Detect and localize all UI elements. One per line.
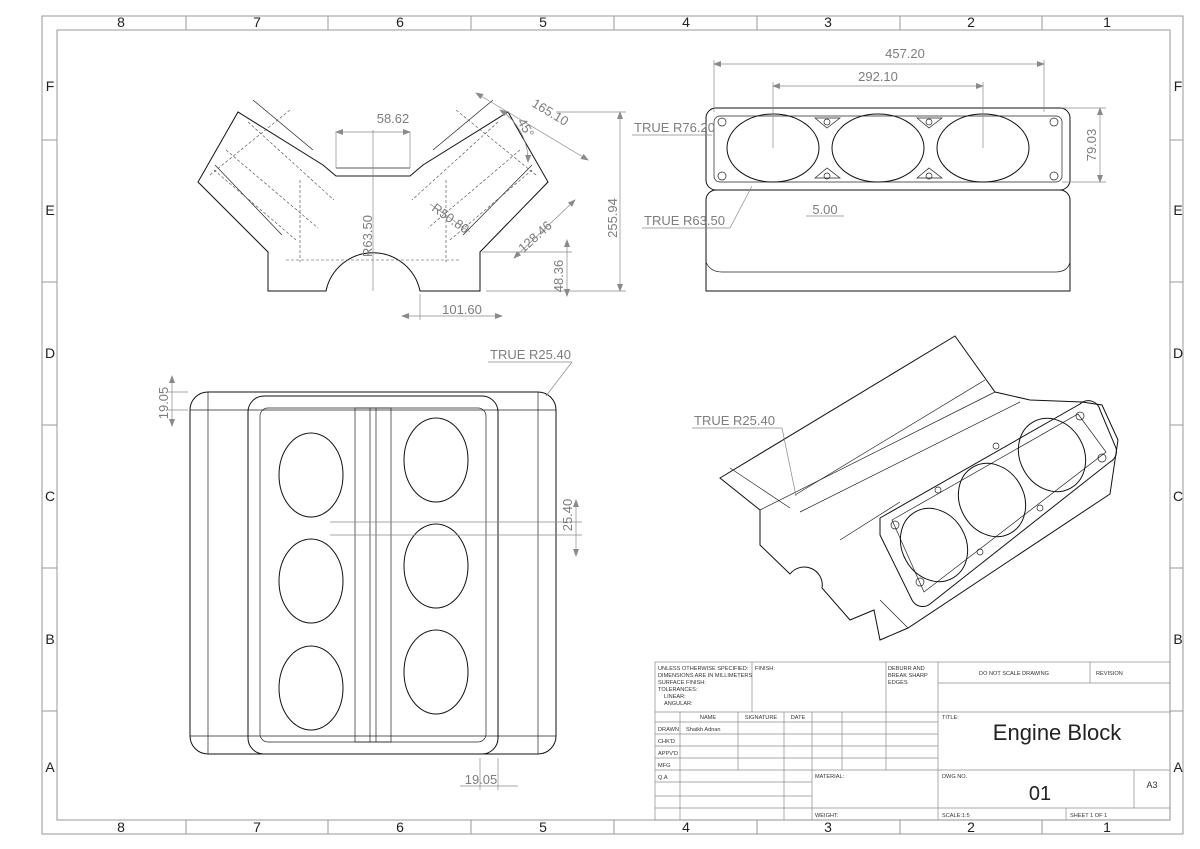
- zone-label-left: F: [46, 78, 55, 94]
- dim-overall-length: 457.20: [885, 46, 925, 61]
- col-signature: SIGNATURE: [745, 715, 777, 721]
- iso-bore: [957, 462, 1027, 538]
- revision-label: REVISION: [1096, 671, 1123, 677]
- plan-bore: [278, 538, 344, 624]
- iso-bore: [899, 507, 969, 583]
- zone-label-left: B: [45, 631, 54, 647]
- dim-gap: 5.00: [812, 202, 837, 217]
- zone-labels-left: F E D C B A: [45, 78, 55, 775]
- isometric-view: TRUE R25.40: [692, 335, 1119, 641]
- row-mfg: MFG: [658, 763, 670, 769]
- sheet-size: A3: [1146, 780, 1157, 790]
- dim-angle: 45°: [514, 115, 537, 140]
- zone-label-top: 7: [253, 14, 261, 30]
- tolerance-note: SURFACE FINISH:: [658, 680, 706, 686]
- plan-bore: [403, 629, 469, 715]
- row-approved: APPV'D: [658, 751, 678, 757]
- zone-label-left: D: [45, 345, 55, 361]
- zone-label-right: D: [1173, 345, 1183, 361]
- zone-label-top: 4: [682, 14, 690, 30]
- deburr-note: BREAK SHARP: [888, 673, 928, 679]
- dim-width: 79.03: [1084, 129, 1099, 162]
- tolerance-note: LINEAR:: [664, 694, 686, 700]
- zone-label-bottom: 2: [967, 819, 975, 835]
- zone-label-top: 2: [967, 14, 975, 30]
- col-date: DATE: [791, 715, 806, 721]
- sheet-number: SHEET 1 OF 1: [1070, 813, 1107, 819]
- top-view: 457.20 292.10 TRUE R76.20 TRUE R63.50 79…: [632, 46, 1106, 292]
- tolerance-note: TOLERANCES:: [658, 687, 698, 693]
- zone-label-right: C: [1173, 488, 1183, 504]
- dim-true-r1: TRUE R76.20: [634, 120, 715, 135]
- dim-deck-width: 128.46: [515, 218, 555, 256]
- row-drawn: DRAWN: [658, 727, 679, 733]
- zone-label-left: A: [45, 759, 55, 775]
- weight-label: WEIGHT:: [815, 813, 839, 819]
- dim-overall-height: 255.94: [605, 198, 620, 238]
- dim-true-r-iso: TRUE R25.40: [694, 413, 775, 428]
- plan-bore: [278, 645, 344, 731]
- front-view: 58.62 165.10 45° R63.50 R50.80 128.46 25…: [197, 92, 626, 320]
- zone-label-top: 5: [539, 14, 547, 30]
- dim-bore-pitch: 292.10: [858, 69, 898, 84]
- drawn-by-value: Shaikh Adnan: [686, 727, 721, 733]
- plan-bore: [403, 523, 469, 609]
- dwg-no-value: 01: [1029, 783, 1051, 805]
- scale-value: SCALE:1:5: [942, 813, 970, 819]
- deburr-note: EDGES: [888, 680, 908, 686]
- finish-label: FINISH:: [755, 666, 775, 672]
- plan-view: TRUE R25.40 19.05 25.40 19.05: [156, 347, 582, 790]
- tolerance-note: UNLESS OTHERWISE SPECIFIED:: [658, 666, 749, 672]
- dim-spacing: 58.62: [377, 111, 410, 126]
- dim-radius-fillet: R50.80: [429, 200, 472, 236]
- zone-label-bottom: 6: [396, 819, 404, 835]
- tolerance-note: DIMENSIONS ARE IN MILLIMETERS: [658, 673, 752, 679]
- zone-labels-bottom: 8 7 6 5 4 3 2 1: [117, 819, 1111, 835]
- dim-true-r-plan: TRUE R25.40: [490, 347, 571, 362]
- zone-label-right: F: [1174, 78, 1183, 94]
- zone-label-bottom: 8: [117, 819, 125, 835]
- zone-label-right: A: [1173, 759, 1183, 775]
- zone-label-right: E: [1173, 202, 1182, 218]
- plan-bore: [403, 417, 469, 503]
- dim-base-height: 48.36: [551, 260, 566, 293]
- zone-label-top: 3: [824, 14, 832, 30]
- bore-2: [831, 113, 925, 183]
- col-name: NAME: [700, 715, 716, 721]
- dim-offset-bottom: 19.05: [465, 772, 498, 787]
- dim-true-r2: TRUE R63.50: [644, 213, 725, 228]
- sheet-border: [41, 15, 1184, 835]
- dim-base-width: 101.60: [442, 302, 482, 317]
- drawing-title: Engine Block: [993, 720, 1122, 745]
- zone-label-top: 1: [1103, 14, 1111, 30]
- zone-labels-top: 8 7 6 5 4 3 2 1: [117, 14, 1111, 30]
- title-label: TITLE:: [942, 715, 959, 721]
- plan-bore: [278, 432, 344, 518]
- zone-label-top: 8: [117, 14, 125, 30]
- zone-label-left: C: [45, 488, 55, 504]
- no-scale-note: DO NOT SCALE DRAWING: [979, 671, 1049, 677]
- zone-label-bottom: 4: [682, 819, 690, 835]
- dwg-no-label: DWG NO.: [942, 774, 968, 780]
- zone-labels-right: F E D C B A: [1173, 78, 1183, 775]
- zone-label-bottom: 7: [253, 819, 261, 835]
- dim-radius-bore: R63.50: [360, 215, 375, 257]
- title-block: UNLESS OTHERWISE SPECIFIED: DIMENSIONS A…: [654, 661, 1171, 821]
- zone-label-top: 6: [396, 14, 404, 30]
- zone-label-bottom: 1: [1103, 819, 1111, 835]
- dim-offset: 19.05: [156, 387, 171, 420]
- zone-label-right: B: [1173, 631, 1182, 647]
- zone-label-bottom: 5: [539, 819, 547, 835]
- dim-center: 25.40: [560, 499, 575, 532]
- deburr-note: DEBURR AND: [888, 666, 925, 672]
- tolerance-note: ANGULAR:: [664, 701, 693, 707]
- zone-label-bottom: 3: [824, 819, 832, 835]
- material-label: MATERIAL:: [815, 774, 845, 780]
- zone-label-left: E: [45, 202, 54, 218]
- iso-bore: [1017, 417, 1087, 493]
- row-qa: Q.A: [658, 775, 668, 781]
- row-checked: CHK'D: [658, 739, 675, 745]
